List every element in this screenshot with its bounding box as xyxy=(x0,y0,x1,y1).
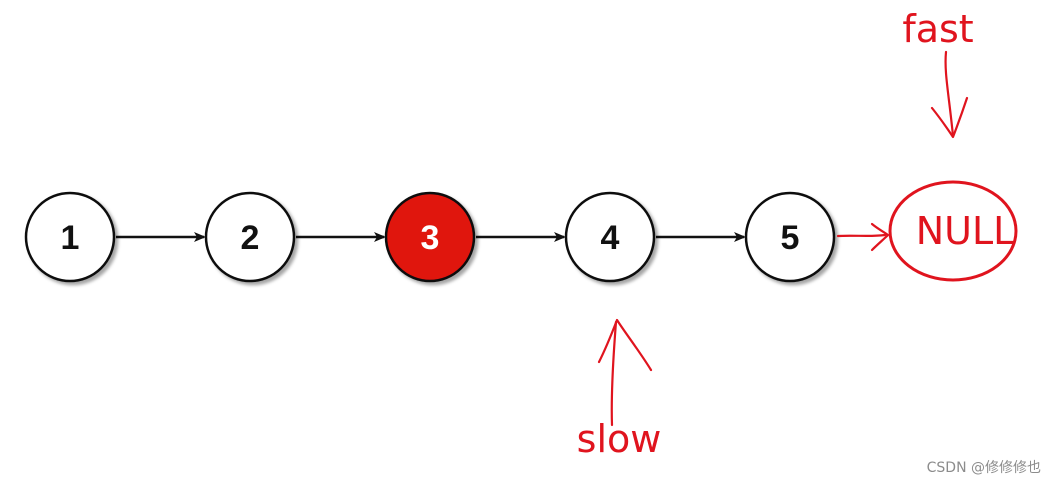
null-ellipse xyxy=(888,180,1018,282)
node-circle xyxy=(384,191,476,283)
slow-label: slow xyxy=(577,417,662,461)
node-n1: 1 xyxy=(24,191,116,283)
watermark: CSDN @修修修也 xyxy=(926,460,1041,476)
null-arrow xyxy=(836,222,890,252)
node-label: 1 xyxy=(61,219,80,257)
node-label: 5 xyxy=(781,219,800,257)
node-group: 1 2 3 4 5 xyxy=(24,191,836,283)
node-n2: 2 xyxy=(204,191,296,283)
null-label: NULL xyxy=(916,209,1015,253)
node-n4: 4 xyxy=(564,191,656,283)
slow-arrow xyxy=(597,318,653,427)
node-circle xyxy=(564,191,656,283)
node-circle xyxy=(24,191,116,283)
node-circle xyxy=(204,191,296,283)
node-circle xyxy=(744,191,836,283)
fast-arrow xyxy=(930,50,969,139)
node-label: 2 xyxy=(241,219,260,257)
fast-label: fast xyxy=(902,7,973,51)
node-label: 3 xyxy=(421,219,440,257)
node-n3: 3 xyxy=(384,191,476,283)
node-label: 4 xyxy=(601,219,620,257)
node-n5: 5 xyxy=(744,191,836,283)
